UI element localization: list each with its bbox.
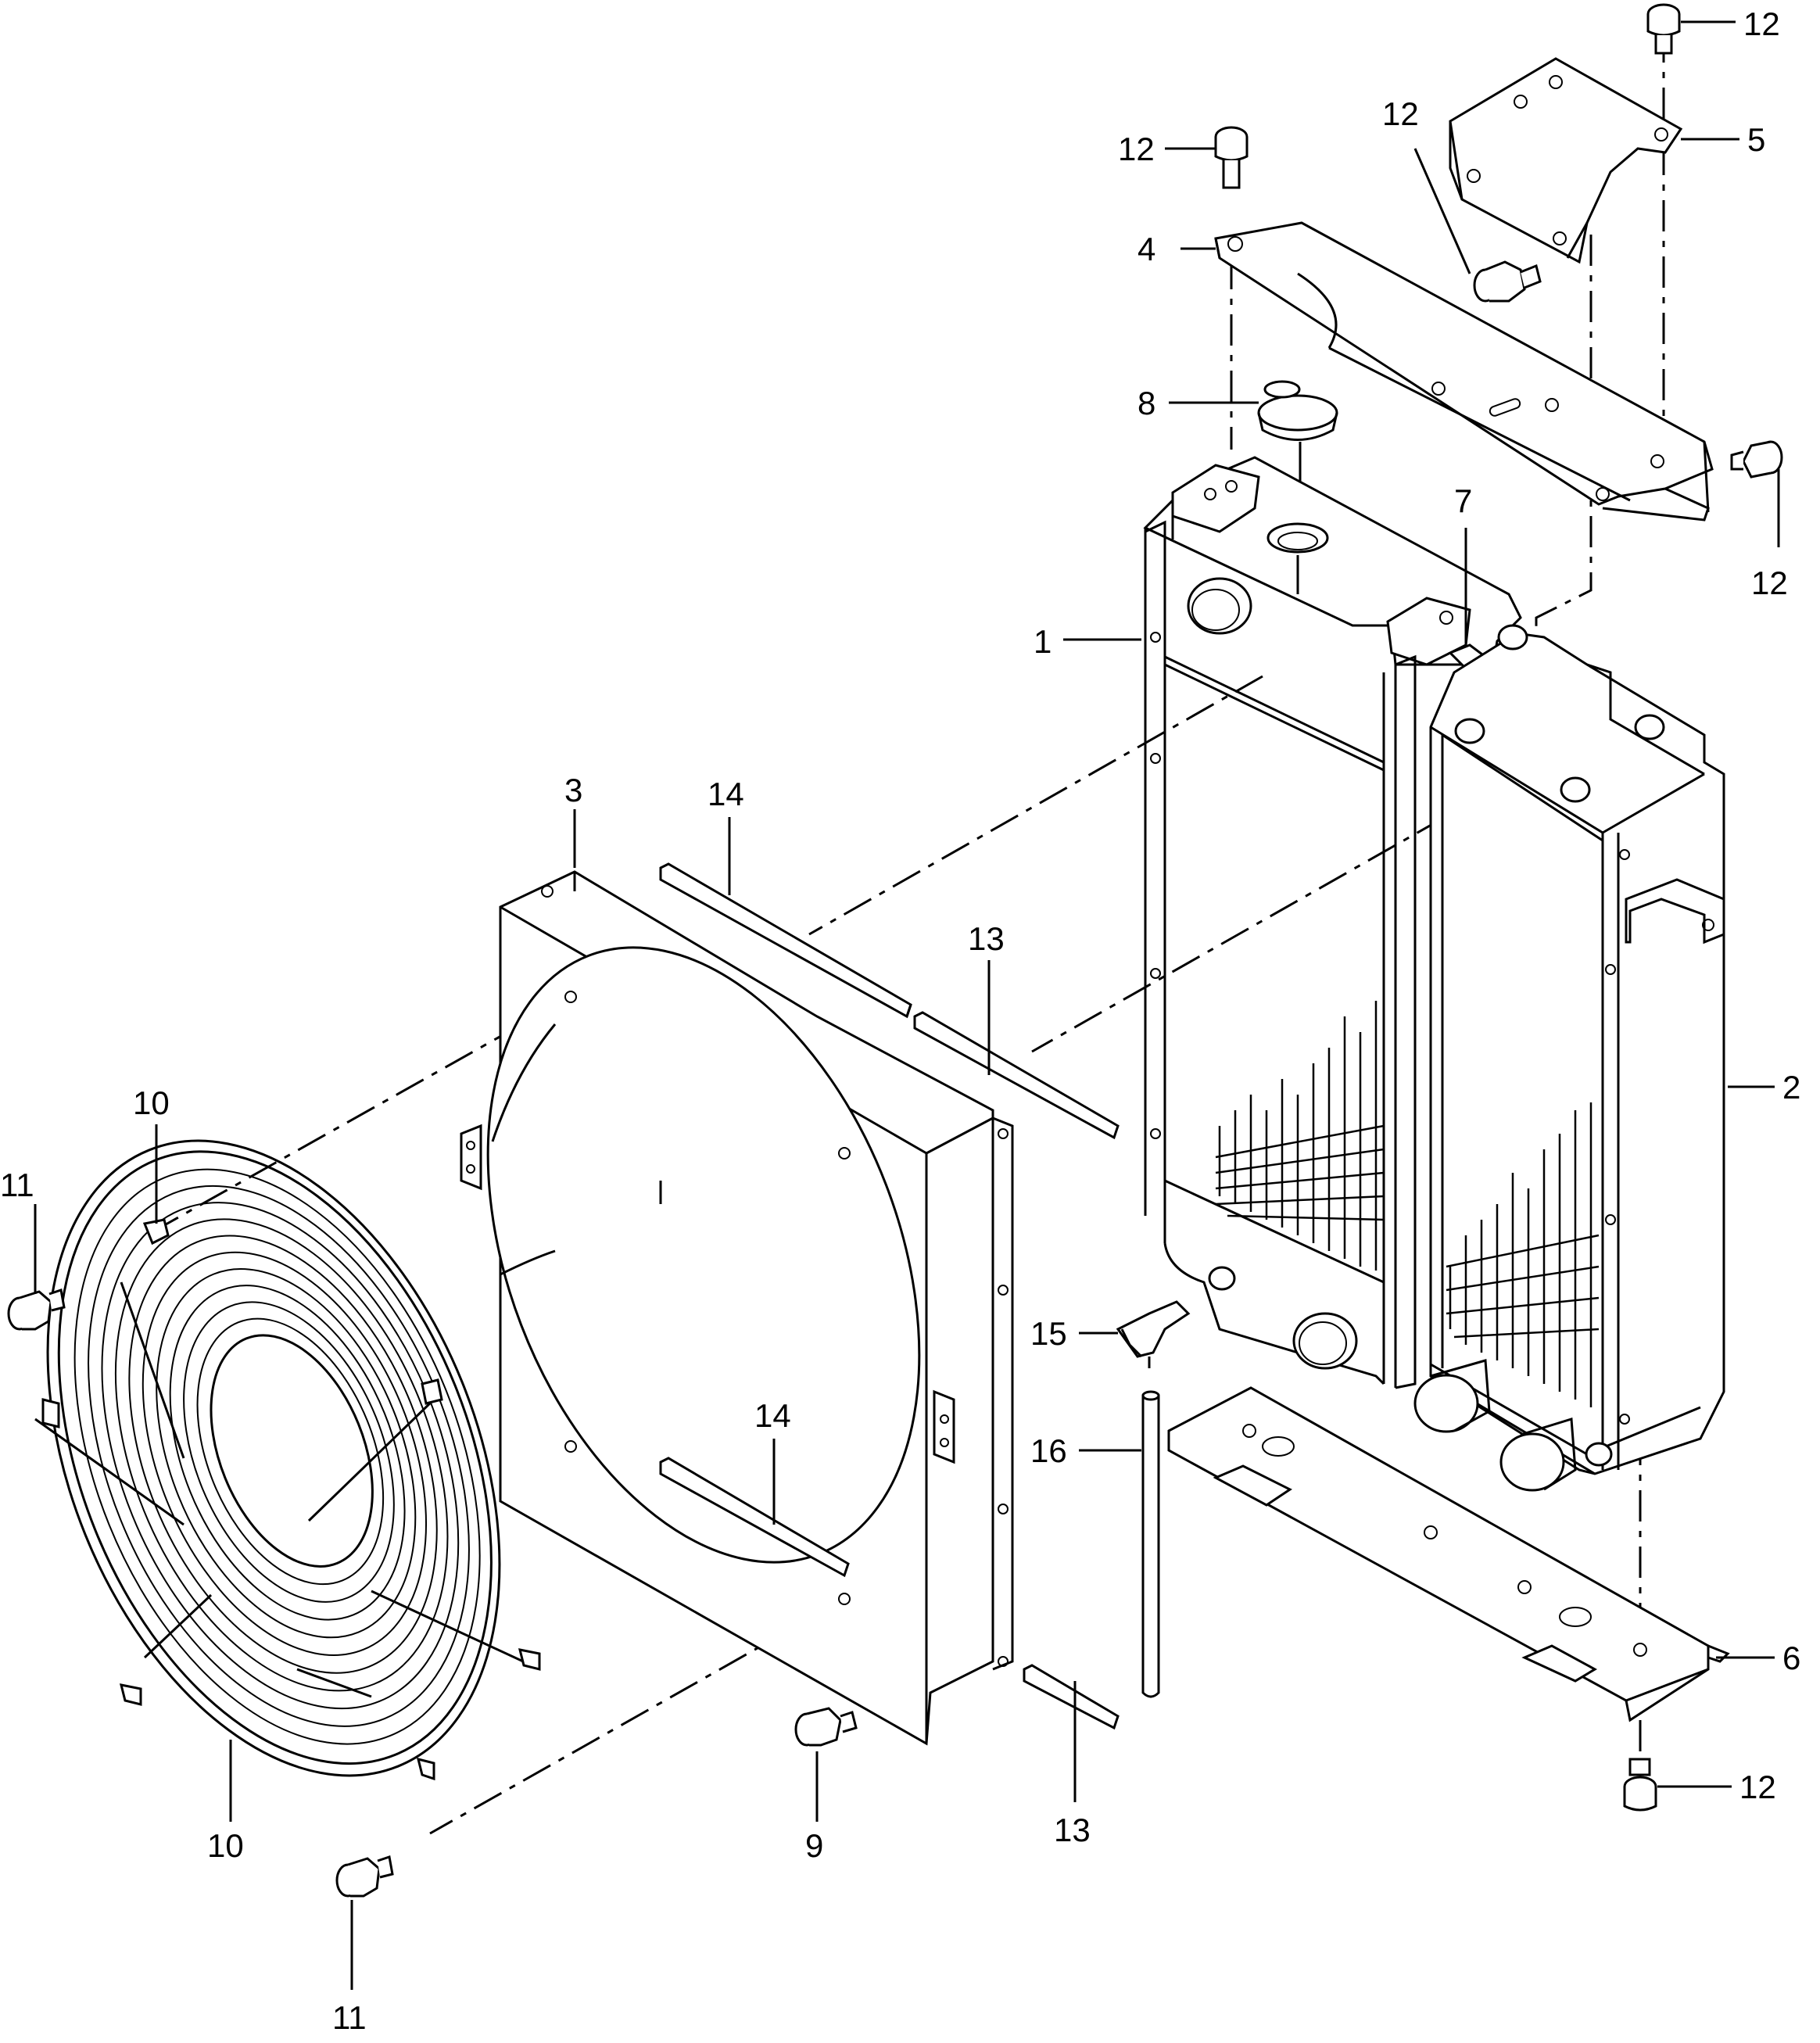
bolt-12-right-mid xyxy=(1730,440,1783,478)
callout-16: 16 xyxy=(1030,1432,1067,1469)
callout-11-upper: 11 xyxy=(0,1167,34,1203)
leader-lines xyxy=(34,20,1780,1990)
callout-13-upper: 13 xyxy=(968,920,1005,957)
callout-12-top-left: 12 xyxy=(1118,131,1155,167)
callout-1: 1 xyxy=(1034,623,1052,660)
radiator-cap xyxy=(1257,380,1338,500)
callout-8: 8 xyxy=(1138,385,1155,421)
drain-cock xyxy=(1116,1300,1191,1368)
callout-14-upper: 14 xyxy=(708,776,744,812)
callout-12-bracket: 12 xyxy=(1382,95,1419,132)
seal-strip-lower xyxy=(659,1457,850,1578)
bolt-12-bottom xyxy=(1623,1758,1657,1812)
bolt-12-bracket xyxy=(1473,260,1542,303)
callout-10-lower: 10 xyxy=(207,1827,244,1864)
bolt-9 xyxy=(794,1707,858,1747)
fan-shroud xyxy=(460,870,1014,1746)
callout-13-lower: 13 xyxy=(1054,1812,1091,1848)
fan-guard xyxy=(34,1139,541,1781)
callout-12-top-right: 12 xyxy=(1743,5,1780,42)
bolt-12-top-left xyxy=(1214,126,1249,189)
oil-cooler-fins xyxy=(1446,1102,1600,1407)
callout-11-lower: 11 xyxy=(332,1999,367,2036)
callout-12-bottom: 12 xyxy=(1739,1769,1776,1805)
callout-6: 6 xyxy=(1782,1640,1800,1676)
callout-10-upper: 10 xyxy=(133,1084,170,1121)
seal-strip-upper xyxy=(659,862,912,1019)
radiator-fins xyxy=(1215,1001,1385,1271)
callout-7: 7 xyxy=(1454,482,1472,519)
callout-5: 5 xyxy=(1747,121,1765,158)
callout-3: 3 xyxy=(564,772,582,808)
main-radiator xyxy=(1143,456,1522,1389)
callout-2: 2 xyxy=(1782,1069,1800,1106)
side-seal-strip-lower xyxy=(1023,1664,1120,1730)
side-seal-strip-upper xyxy=(913,1011,1120,1140)
callout-4: 4 xyxy=(1138,231,1155,267)
lower-support-bracket xyxy=(1167,1386,1730,1722)
callout-15: 15 xyxy=(1030,1315,1067,1352)
callout-9: 9 xyxy=(805,1827,823,1864)
top-mounting-plate xyxy=(1214,221,1714,522)
bolt-12-top-right xyxy=(1646,3,1681,55)
drain-hose xyxy=(1141,1390,1160,1698)
oil-cooler xyxy=(1413,624,1725,1492)
bolt-11-upper xyxy=(7,1289,66,1331)
callout-12-right-mid: 12 xyxy=(1751,565,1788,601)
callout-14-lower: 14 xyxy=(754,1397,791,1434)
bolt-11-lower xyxy=(335,1855,394,1898)
upper-corner-bracket xyxy=(1449,57,1683,264)
